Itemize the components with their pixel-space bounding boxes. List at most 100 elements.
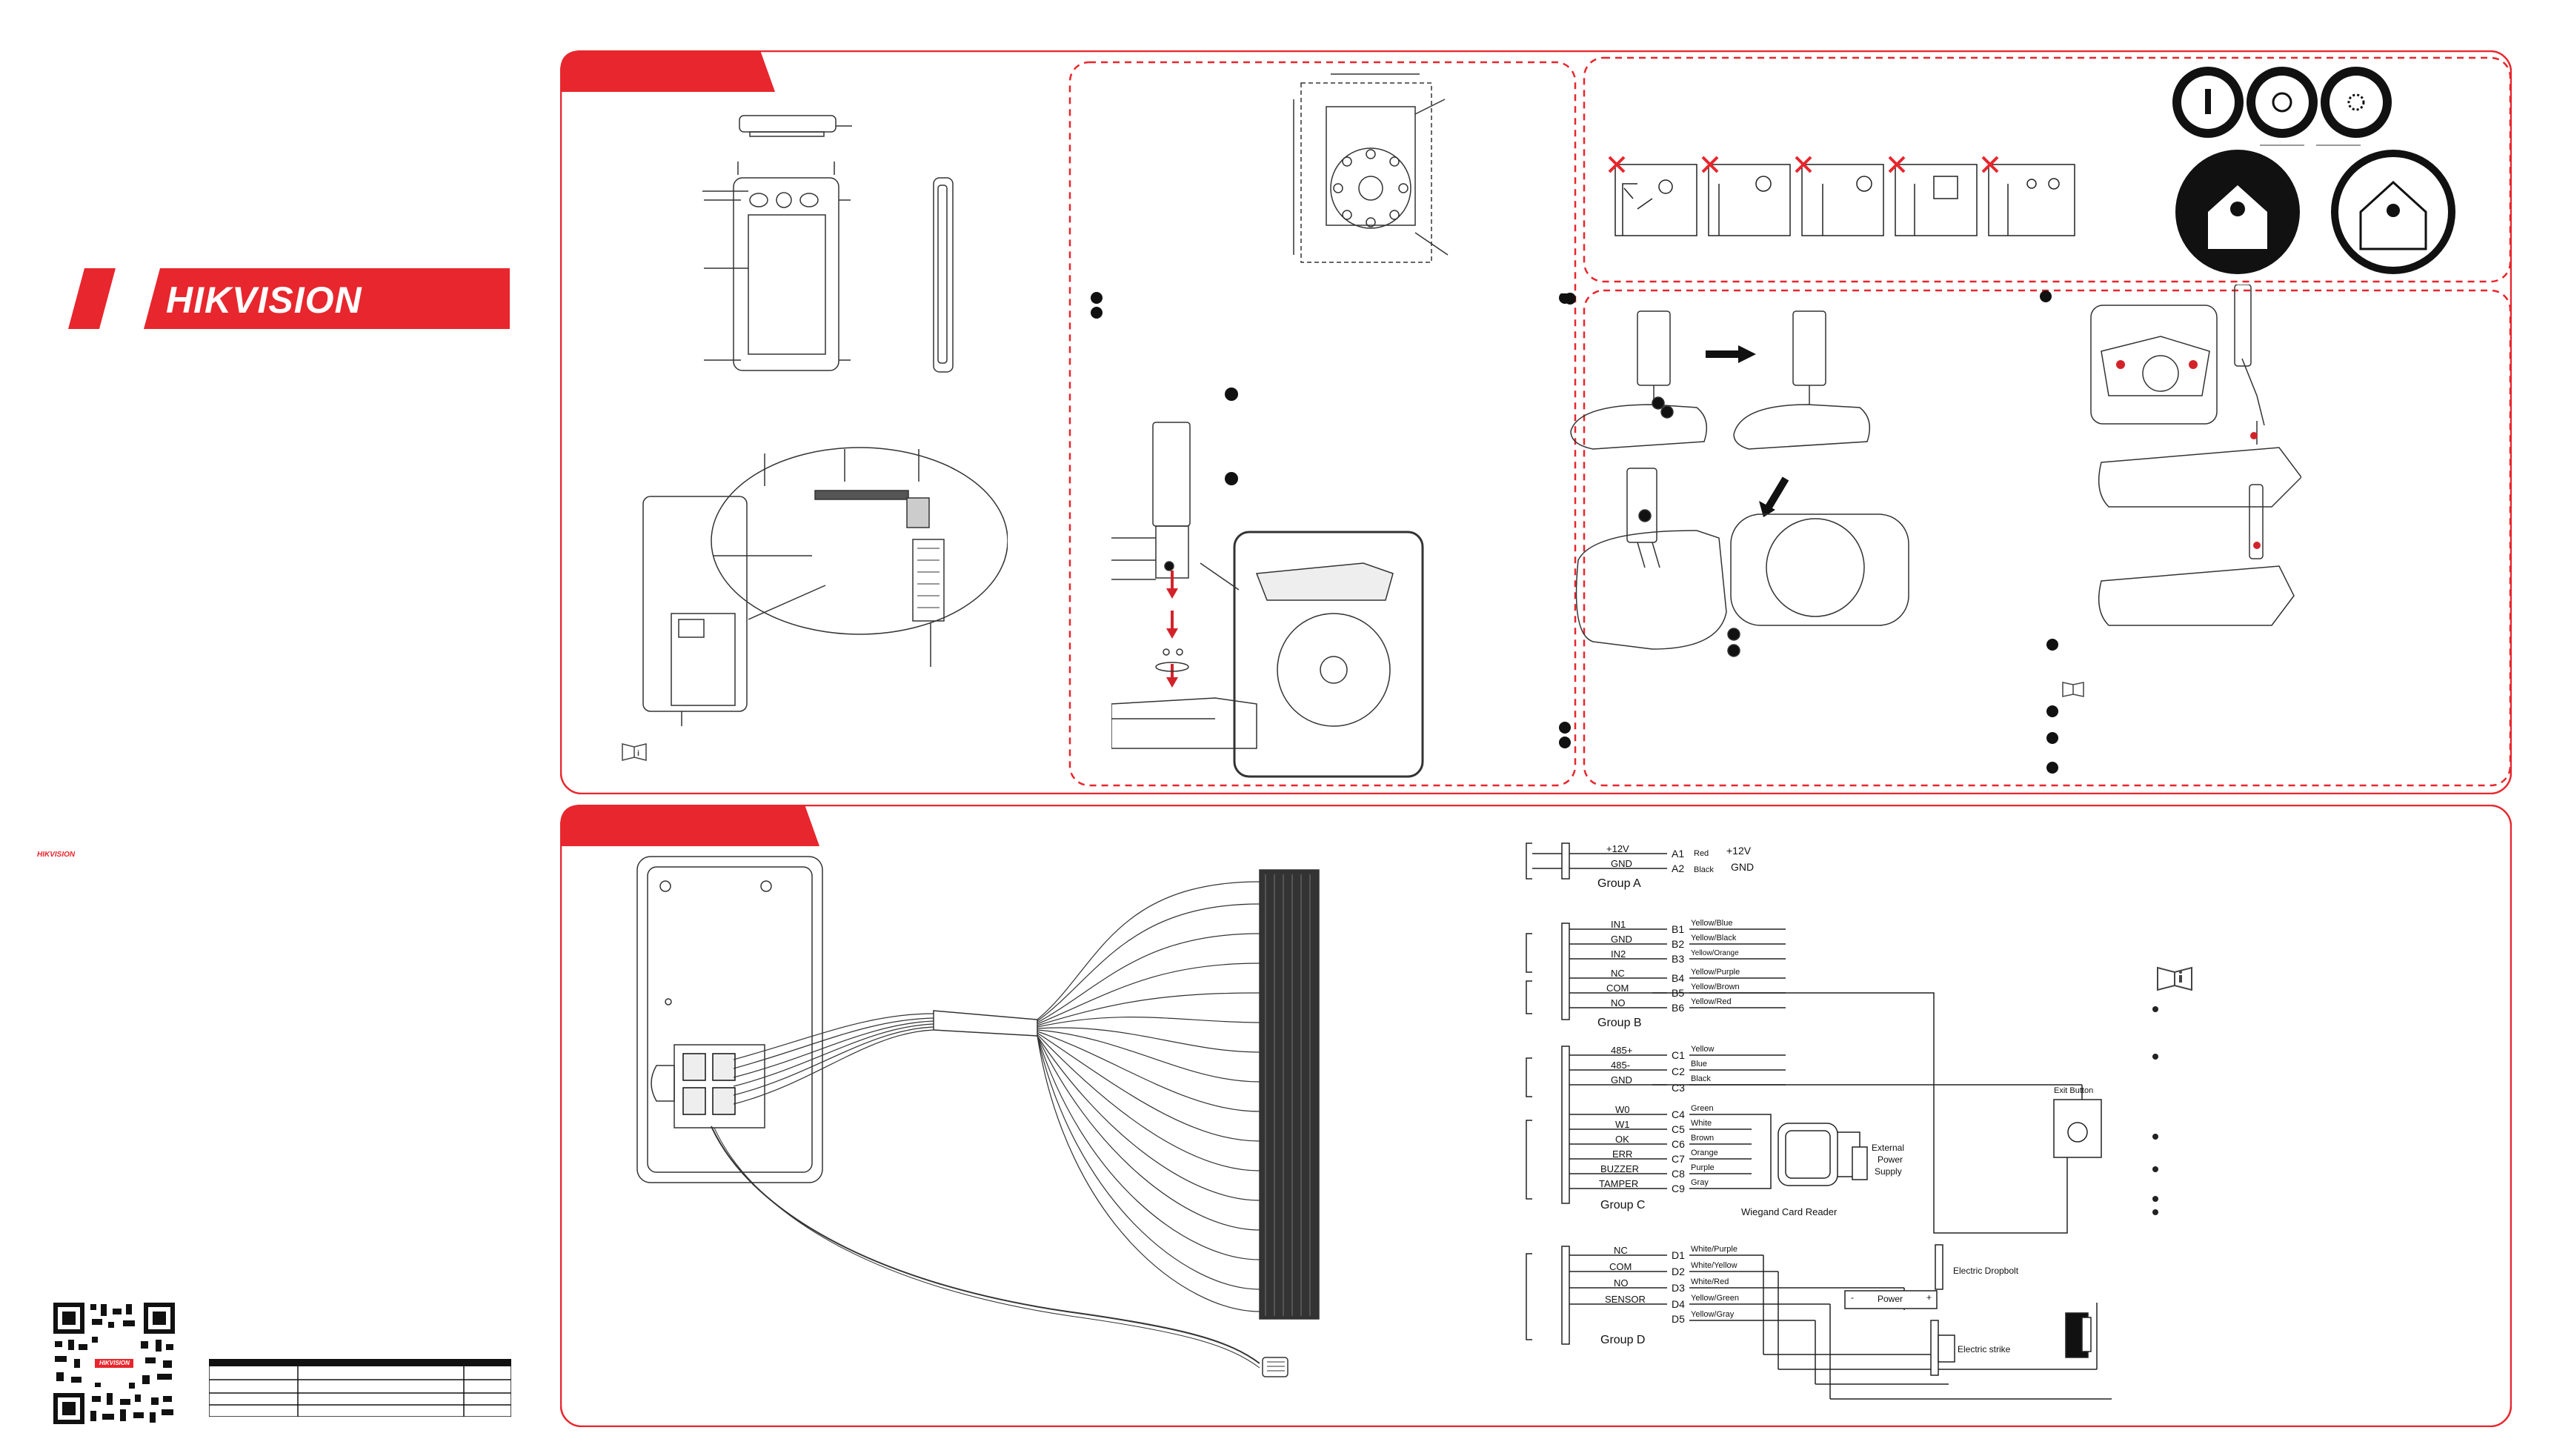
b-color-0: Yellow/Blue	[1691, 919, 1733, 928]
power-label: Power	[1878, 1294, 1903, 1304]
b-terminal-3: NC	[1611, 968, 1625, 979]
rear-terminal-drawing	[637, 445, 1008, 726]
group-a-title: Group A	[1597, 877, 1641, 890]
c-terminal-0: 485+	[1611, 1045, 1633, 1056]
a-power-1: GND	[1731, 861, 1755, 873]
external-power-label-1: Power	[1878, 1154, 1903, 1165]
d-color-3: Yellow/Green	[1691, 1294, 1740, 1303]
b-terminal-2: IN2	[1611, 948, 1626, 960]
turnstile-mount-drawing	[2035, 285, 2301, 655]
step-bullets-left	[1089, 290, 1104, 323]
gooseneck-dashed-panel	[1583, 289, 2512, 787]
c-pin-7: C8	[1672, 1168, 1685, 1180]
c-terminal-3: W0	[1615, 1104, 1630, 1115]
d-pin-3: D4	[1672, 1298, 1685, 1310]
c-pin-6: C7	[1672, 1153, 1685, 1165]
brand-logo-text: HIKVISION	[166, 279, 362, 321]
c-terminal-8: TAMPER	[1599, 1178, 1639, 1189]
d-pin-2: D3	[1672, 1282, 1685, 1294]
step-bullet-b	[1224, 471, 1239, 486]
lighting-icons	[2171, 64, 2504, 279]
note-book-icon	[2156, 963, 2193, 993]
qr-logo-text: HIKVISION	[99, 1360, 130, 1366]
b-terminal-4: COM	[1606, 983, 1629, 994]
b-terminal-5: NO	[1611, 997, 1626, 1008]
turnstile-info-icon	[2061, 680, 2085, 698]
note-bullets	[2150, 1005, 2161, 1215]
c-color-8: Gray	[1691, 1178, 1709, 1187]
step-bullets-pedestal	[1557, 720, 1572, 753]
d-terminal-0: NC	[1614, 1245, 1628, 1256]
b-pin-2: B3	[1672, 953, 1685, 965]
d-color-2: White/Red	[1691, 1277, 1729, 1286]
a-color-0: Red	[1694, 849, 1709, 858]
c-terminal-4: W1	[1615, 1119, 1630, 1130]
environment-warning-icons	[1608, 154, 2082, 243]
a-pin-1: A2	[1672, 862, 1685, 874]
c-pin-3: C4	[1672, 1108, 1685, 1120]
b-pin-5: B6	[1672, 1002, 1685, 1014]
group-b-title: Group B	[1597, 1017, 1642, 1029]
environment-dashed-panel	[1583, 56, 2512, 283]
c-color-2: Black	[1691, 1074, 1711, 1083]
b-pin-1: B2	[1672, 938, 1685, 950]
d-pin-4: D5	[1672, 1313, 1685, 1325]
d-color-4: Yellow/Gray	[1691, 1310, 1735, 1319]
small-brand-logo: HIKVISION	[37, 851, 76, 859]
wiring-diagram: +12V GND A1 A2 Red Black +12V GND Group …	[1519, 836, 2112, 1414]
info-book-icon: i	[621, 741, 648, 762]
external-power-label-0: External	[1872, 1143, 1905, 1153]
b-color-1: Yellow/Black	[1691, 934, 1737, 943]
b-pin-4: B5	[1672, 987, 1685, 999]
c-pin-5: C6	[1672, 1138, 1685, 1150]
turnstile-step-bullets	[2045, 704, 2060, 778]
b-color-2: Yellow/Orange	[1691, 949, 1739, 957]
group-c-title: Group C	[1600, 1199, 1646, 1211]
step-bullet-pedestal-top	[1563, 292, 1577, 305]
a-power-0: +12V	[1726, 845, 1752, 857]
c-pin-0: C1	[1672, 1049, 1685, 1061]
exit-button-label: Exit Button	[2054, 1086, 2094, 1095]
wiegand-reader-label: Wiegand Card Reader	[1741, 1206, 1838, 1217]
c-pin-4: C5	[1672, 1123, 1685, 1135]
svg-text:i: i	[637, 749, 639, 758]
c-pin-2: C3	[1672, 1082, 1685, 1094]
power-plus: +	[1926, 1292, 1932, 1303]
power-minus: -	[1851, 1292, 1854, 1303]
electric-strike-label: Electric strike	[1958, 1344, 2011, 1354]
external-power-label-2: Supply	[1875, 1166, 1902, 1177]
b-pin-3: B4	[1672, 972, 1685, 984]
c-color-7: Purple	[1691, 1163, 1715, 1172]
step-bullet-a	[1224, 387, 1239, 402]
c-color-0: Yellow	[1691, 1045, 1715, 1054]
d-terminal-3: SENSOR	[1605, 1294, 1646, 1305]
installation-panel	[560, 50, 2512, 794]
cable-harness-drawing	[622, 852, 1349, 1386]
c-terminal-5: OK	[1615, 1134, 1629, 1145]
b-pin-0: B1	[1672, 923, 1685, 935]
c-pin-1: C2	[1672, 1066, 1685, 1077]
b-color-3: Yellow/Purple	[1691, 968, 1740, 977]
c-color-5: Brown	[1691, 1134, 1715, 1143]
pedestal-mount-drawing	[1549, 293, 1912, 731]
c-terminal-1: 485-	[1611, 1060, 1631, 1071]
a-terminal-0: +12V	[1606, 843, 1629, 854]
a-pin-0: A1	[1672, 848, 1685, 860]
c-terminal-6: ERR	[1612, 1148, 1633, 1160]
c-color-6: Orange	[1691, 1148, 1718, 1157]
junction-box-drawing	[1289, 70, 1467, 277]
a-color-1: Black	[1694, 865, 1714, 874]
b-terminal-0: IN1	[1611, 919, 1626, 930]
c-terminal-7: BUZZER	[1600, 1163, 1639, 1174]
device-dimension-drawing	[696, 111, 993, 393]
d-pin-1: D2	[1672, 1266, 1685, 1277]
c-terminal-2: GND	[1611, 1074, 1632, 1086]
d-pin-0: D1	[1672, 1249, 1685, 1261]
qr-code: HIKVISION	[52, 1301, 176, 1426]
c-color-3: Green	[1691, 1104, 1714, 1113]
c-color-1: Blue	[1691, 1060, 1708, 1068]
c-pin-8: C9	[1672, 1183, 1685, 1194]
wiring-panel	[560, 805, 2512, 1427]
c-color-4: White	[1691, 1119, 1712, 1128]
d-color-0: White/Purple	[1691, 1245, 1737, 1254]
